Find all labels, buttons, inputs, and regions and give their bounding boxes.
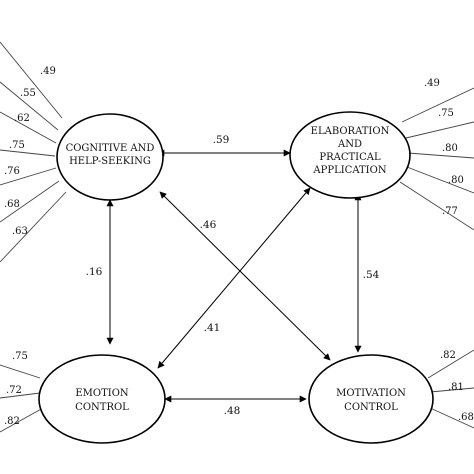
edge-elaboration-emotion bbox=[157, 187, 311, 369]
loading-cognitive-6: .68 bbox=[4, 199, 20, 210]
node-motivation: MOTIVATION CONTROL bbox=[308, 354, 434, 444]
node-elaboration-line-4: APPLICATION bbox=[312, 165, 386, 176]
node-elaboration-line-1: ELABORATION bbox=[311, 126, 390, 137]
node-emotion-line-1: EMOTION bbox=[75, 388, 129, 399]
indicator-lines-elaboration bbox=[399, 87, 474, 231]
loading-emotion-3: .82 bbox=[4, 416, 20, 427]
loading-cognitive-7: .63 bbox=[12, 226, 28, 237]
node-cognitive-line-1: COGNITIVE AND bbox=[66, 143, 155, 154]
coef-cognitive-elaboration: .59 bbox=[213, 134, 230, 146]
loadings-elaboration: .49 .75 .80 .80 .77 bbox=[424, 78, 464, 217]
loading-cognitive-2: .55 bbox=[20, 88, 36, 99]
loading-motivation-2: .81 bbox=[448, 382, 464, 393]
loadings-cognitive: .49 .55 .62 .75 .76 .68 .63 bbox=[4, 66, 56, 237]
loading-motivation-1: .82 bbox=[440, 350, 456, 361]
coef-cognitive-motivation: .46 bbox=[200, 219, 217, 231]
node-elaboration: ELABORATION AND PRACTICAL APPLICATION bbox=[289, 111, 411, 199]
coef-elaboration-motivation: .54 bbox=[363, 269, 380, 281]
loading-motivation-3: .68 bbox=[458, 412, 474, 423]
loading-elaboration-5: .77 bbox=[442, 206, 458, 217]
node-emotion: EMOTION CONTROL bbox=[38, 354, 166, 444]
indicator-lines-emotion bbox=[0, 364, 44, 433]
node-cognitive-line-2: HELP-SEEKING bbox=[69, 156, 151, 167]
loadings-emotion: .75 .72 .82 bbox=[4, 351, 28, 427]
loading-elaboration-3: .80 bbox=[442, 143, 458, 154]
loading-cognitive-5: .76 bbox=[4, 166, 20, 177]
coef-elaboration-emotion: .41 bbox=[204, 322, 221, 334]
path-arrows bbox=[106, 149, 362, 403]
node-emotion-line-2: CONTROL bbox=[75, 402, 129, 413]
coef-emotion-motivation: .48 bbox=[224, 405, 241, 417]
indicator-lines-motivation bbox=[427, 349, 474, 429]
loading-elaboration-1: .49 bbox=[424, 78, 440, 89]
node-cognitive: COGNITIVE AND HELP-SEEKING bbox=[56, 113, 164, 201]
loading-emotion-2: .72 bbox=[6, 385, 22, 396]
node-elaboration-line-3: PRACTICAL bbox=[319, 152, 381, 163]
coef-cognitive-emotion: .16 bbox=[86, 266, 103, 278]
node-motivation-line-2: CONTROL bbox=[344, 402, 398, 413]
loading-emotion-1: .75 bbox=[12, 351, 28, 362]
node-elaboration-line-2: AND bbox=[337, 139, 362, 150]
loading-cognitive-4: .75 bbox=[9, 140, 25, 151]
loading-cognitive-1: .49 bbox=[40, 66, 56, 77]
loading-elaboration-2: .75 bbox=[438, 108, 454, 119]
loading-cognitive-3: .62 bbox=[14, 113, 30, 124]
path-coefficients: .59 .16 .46 .41 .54 .48 bbox=[86, 134, 380, 417]
loadings-motivation: .82 .81 .68 bbox=[440, 350, 474, 423]
indicator-lines-cognitive bbox=[0, 41, 67, 263]
loading-elaboration-4: .80 bbox=[448, 175, 464, 186]
node-motivation-line-1: MOTIVATION bbox=[336, 388, 406, 399]
